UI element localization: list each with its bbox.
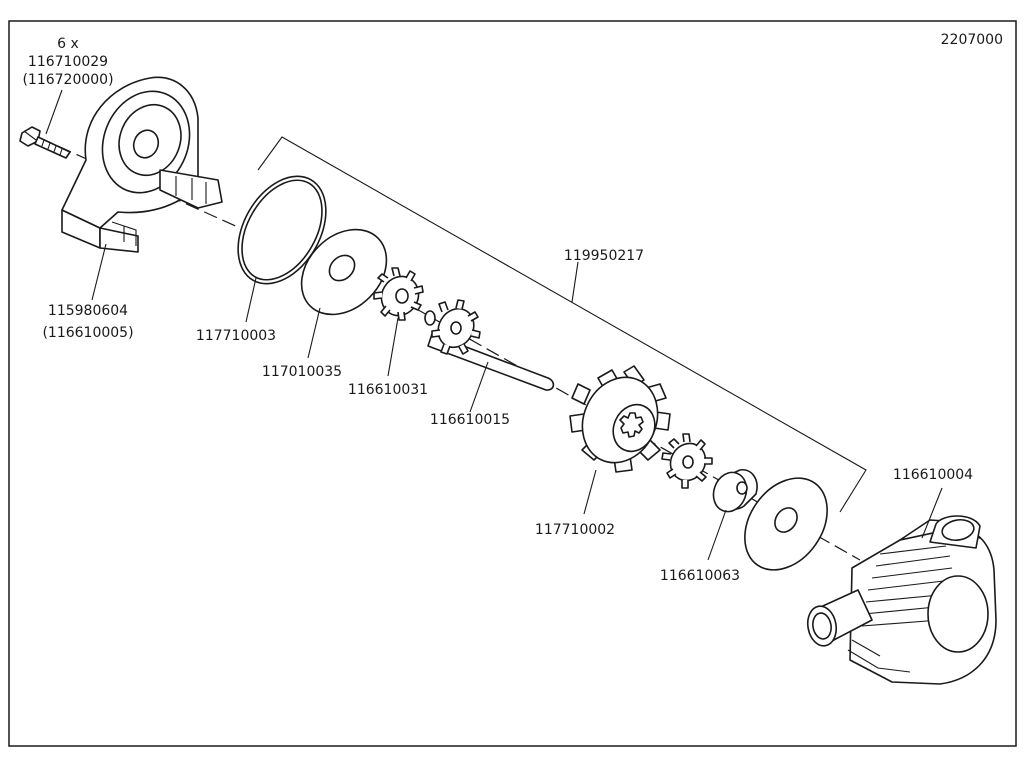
screw-qty-label: 6 x [57, 36, 79, 52]
kit-number-label: 119950217 [564, 248, 644, 264]
o-ring-number-label: 117710003 [196, 328, 276, 344]
o-ring-part: 117710003 [196, 175, 327, 344]
screw-part [19, 126, 71, 159]
impeller-part: 117710002 [535, 365, 671, 538]
drawing-border [8, 20, 1017, 747]
kit-bracket [257, 136, 867, 513]
pump-housing-number-label: 116610004 [893, 467, 973, 483]
cover-alt-number-label: (116610005) [42, 325, 133, 341]
shaft-number-label: 116610015 [430, 412, 510, 428]
impeller-number-label: 117710002 [535, 522, 615, 538]
cover-number-label: 115980604 [48, 303, 128, 319]
gasket-number-label: 117010035 [262, 364, 342, 380]
gear-part-2 [661, 433, 713, 489]
gear-part-1: 116610031 [348, 267, 428, 398]
gasket-part: 117010035 [262, 228, 388, 380]
screw-number-label: 116710029 [28, 54, 108, 70]
bushing-part: 116610063 [660, 469, 758, 584]
bushing-number-label: 116610063 [660, 568, 740, 584]
drawing-number: 2207000 [941, 32, 1003, 48]
screw-alt-number-label: (116720000) [22, 72, 113, 88]
cover-label: 115980604 (116610005) [42, 243, 134, 341]
cover-part [61, 76, 223, 253]
pump-housing-part: 116610004 [806, 467, 997, 685]
gear-number-label-1: 116610031 [348, 382, 428, 398]
screw-label: 6 x 116710029 (116720000) [22, 36, 114, 135]
shaft-part: 116610015 [424, 299, 555, 428]
gasket-part-2 [744, 477, 828, 571]
